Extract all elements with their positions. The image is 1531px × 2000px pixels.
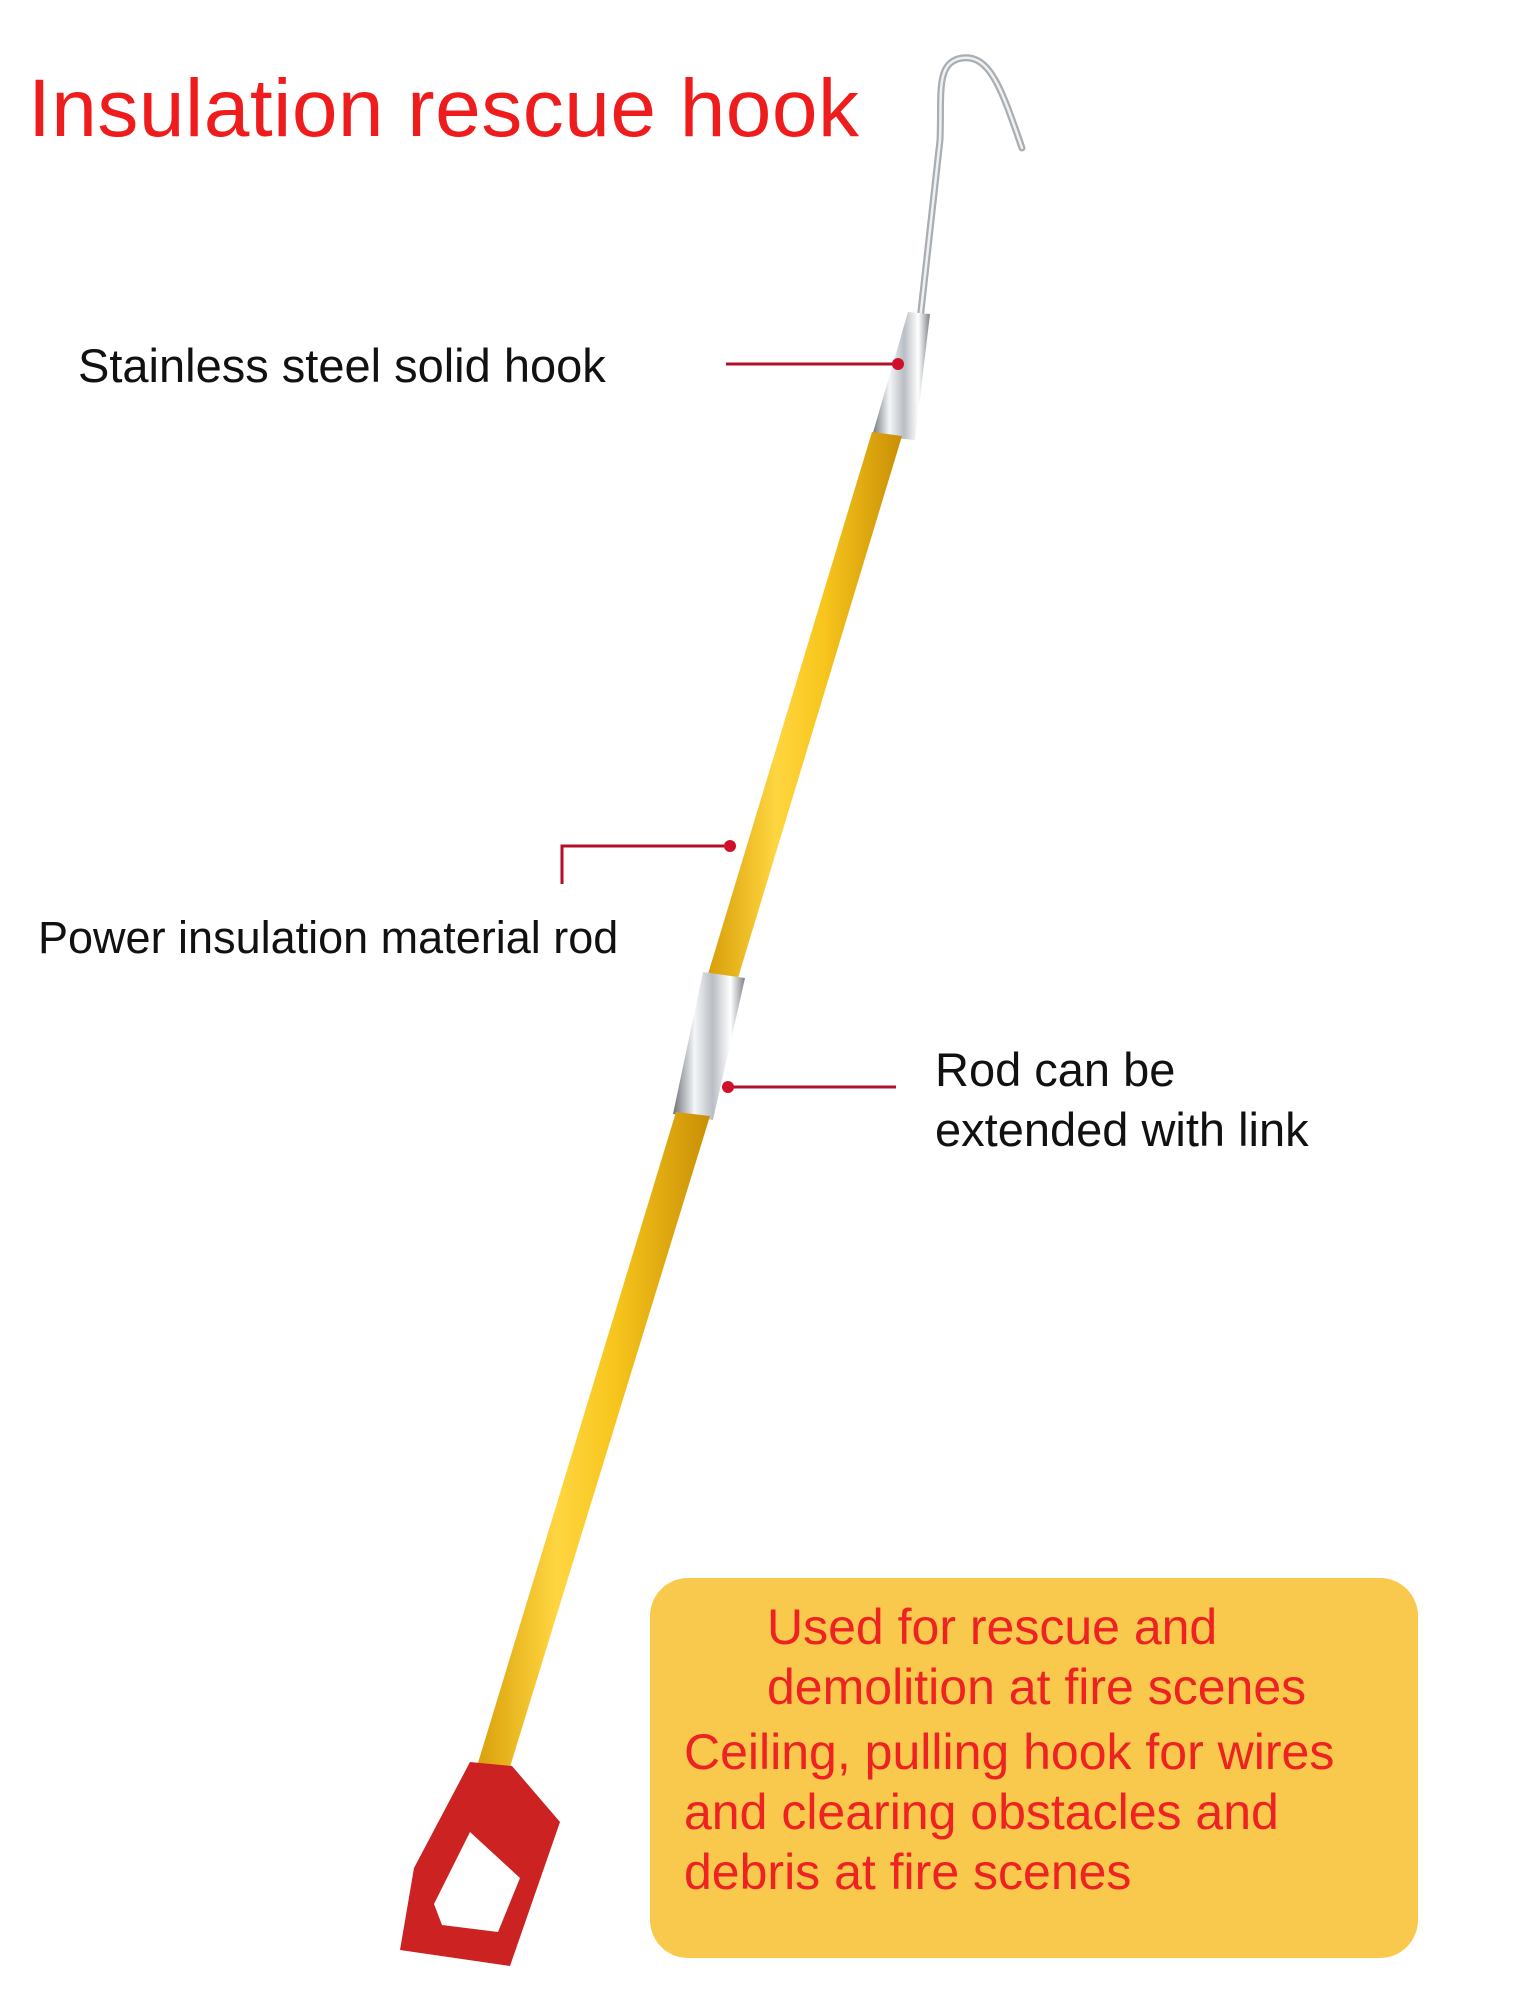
- lower-rod: [474, 1112, 710, 1780]
- extension-callout-line-2: extended with link: [935, 1103, 1309, 1156]
- usage-info-box: Used for rescue and demolition at fire s…: [650, 1578, 1418, 1958]
- d-handle: [400, 1762, 560, 1966]
- coupling-sleeve: [673, 972, 745, 1120]
- extension-callout-label: Rod can be extended with link: [935, 1040, 1309, 1160]
- rod-leader-line: [560, 844, 730, 884]
- usage-line-5: debris at fire scenes: [684, 1844, 1132, 1900]
- rod-callout-label: Power insulation material rod: [38, 912, 619, 963]
- hook-callout-label: Stainless steel solid hook: [78, 339, 606, 392]
- rod-leader-dot: [724, 840, 736, 852]
- extension-callout-line-1: Rod can be: [935, 1043, 1176, 1096]
- page-title: Insulation rescue hook: [28, 63, 860, 154]
- extension-leader-dot: [722, 1081, 734, 1093]
- usage-line-2: demolition at fire scenes: [767, 1659, 1307, 1715]
- hook-leader-dot: [892, 358, 904, 370]
- hook-ferrule: [872, 312, 930, 440]
- steel-hook-highlight: [918, 56, 1024, 322]
- usage-line-3: Ceiling, pulling hook for wires: [684, 1724, 1335, 1780]
- usage-line-1: Used for rescue and: [767, 1599, 1218, 1655]
- usage-line-4: and clearing obstacles and: [684, 1784, 1279, 1840]
- upper-rod: [708, 432, 902, 978]
